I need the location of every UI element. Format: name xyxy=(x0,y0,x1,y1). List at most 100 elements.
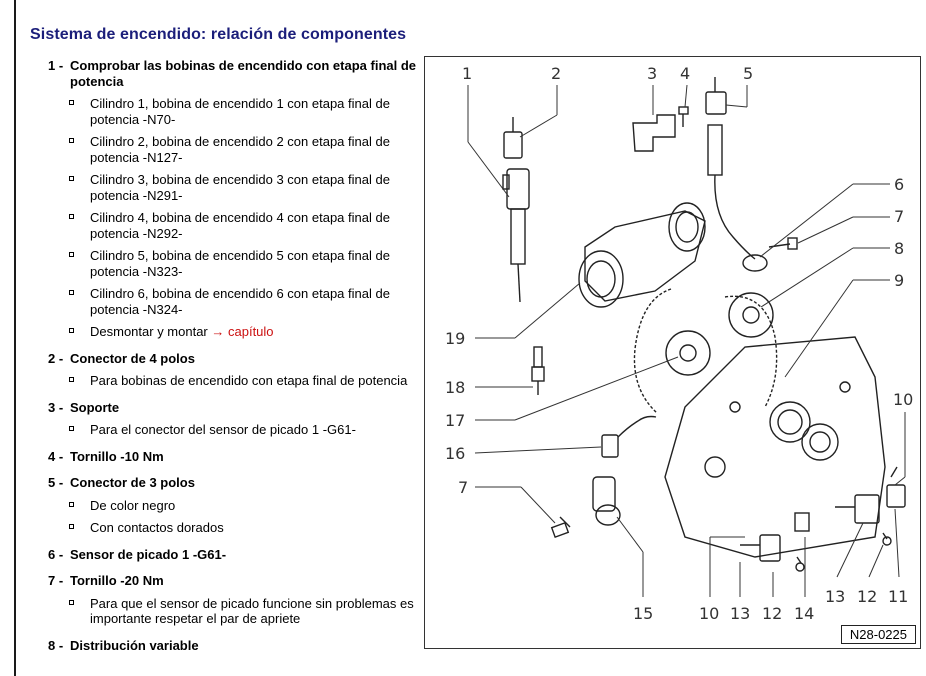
ignition-coil-drawing xyxy=(502,168,530,303)
list-item: 4 -Tornillo -10 Nm xyxy=(36,449,416,465)
item-number: 2 - xyxy=(48,350,64,366)
square-bullet-icon xyxy=(69,176,74,181)
four-pole-connector-drawing xyxy=(503,117,523,159)
sub-item-text: Cilindro 2, bobina de encendido 2 con et… xyxy=(90,134,390,165)
item-number: 8 - xyxy=(48,637,64,653)
list-item: 1 - Comprobar las bobinas de encendido co… xyxy=(36,58,416,340)
engine-diagram: 1 2 3 4 5 6 7 8 9 19 18 17 16 7 10 15 10… xyxy=(445,64,913,623)
leader-lines xyxy=(467,84,906,597)
page-title: Sistema de encendido: relación de compon… xyxy=(30,26,407,43)
sub-item: Con contactos dorados xyxy=(36,520,416,536)
sensor-16-drawing xyxy=(601,415,657,458)
callout-7-bottom: 7 xyxy=(458,478,468,497)
item-label: Soporte xyxy=(70,399,120,415)
callout-10-right: 10 xyxy=(893,390,913,409)
item-number: 6 - xyxy=(48,546,64,562)
sub-item: Para que el sensor de picado funcione si… xyxy=(36,596,416,627)
sub-item-text: Para bobinas de encendido con etapa fina… xyxy=(90,373,408,388)
sub-item-text: Cilindro 4, bobina de encendido 4 con et… xyxy=(90,210,390,241)
callout-6: 6 xyxy=(894,175,904,194)
square-bullet-icon xyxy=(69,328,74,333)
bolt-20nm-drawing xyxy=(768,237,798,250)
callout-1: 1 xyxy=(462,64,472,83)
sub-item: Cilindro 1, bobina de encendido 1 con et… xyxy=(36,96,416,127)
cylinder-head-drawing xyxy=(578,202,706,308)
sub-item: Desmontar y montar → capítulo xyxy=(36,324,416,340)
callout-13-right: 13 xyxy=(825,587,845,606)
callout-12-right: 12 xyxy=(857,587,877,606)
sub-item-text: Desmontar y montar xyxy=(90,324,208,339)
sub-item-text: Para que el sensor de picado funcione si… xyxy=(90,595,414,627)
square-bullet-icon xyxy=(69,599,74,605)
callout-15: 15 xyxy=(633,604,653,623)
left-border-rule xyxy=(14,0,16,676)
spark-plug-drawing xyxy=(531,346,545,395)
sub-item: Cilindro 6, bobina de encendido 6 con et… xyxy=(36,286,416,317)
knock-sensor-drawing xyxy=(592,476,621,526)
square-bullet-icon xyxy=(69,501,74,507)
timing-cover-drawing xyxy=(664,336,886,558)
list-item: 2 - Conector de 4 polos Para bobinas de e… xyxy=(36,351,416,389)
component-list: 1 - Comprobar las bobinas de encendido co… xyxy=(36,58,416,664)
knock-sensor-lead-drawing xyxy=(705,77,768,272)
callout-19: 19 xyxy=(445,329,465,348)
callout-7-top: 7 xyxy=(894,207,904,226)
sub-item-text: Cilindro 3, bobina de encendido 3 con et… xyxy=(90,172,390,203)
sub-item-text: De color negro xyxy=(90,497,176,513)
item-label: Conector de 3 polos xyxy=(70,475,195,490)
square-bullet-icon xyxy=(69,138,74,143)
sub-item: Cilindro 5, bobina de encendido 5 con et… xyxy=(36,248,416,279)
item-number: 1 - xyxy=(48,58,64,73)
callout-9: 9 xyxy=(894,271,904,290)
sub-item-text: Cilindro 6, bobina de encendido 6 con et… xyxy=(90,286,390,317)
callout-18: 18 xyxy=(445,378,465,397)
callout-14: 14 xyxy=(794,604,814,623)
item-label: Sensor de picado 1 -G61- xyxy=(70,546,227,562)
sub-item: De color negro xyxy=(36,498,416,514)
item-label: Tornillo -10 Nm xyxy=(70,448,164,464)
list-item: 5 - Conector de 3 polos De color negro Co… xyxy=(36,475,416,536)
callout-13-bottom: 13 xyxy=(730,604,750,623)
callout-10-bottom: 10 xyxy=(699,604,719,623)
square-bullet-icon xyxy=(69,524,74,529)
list-item: 7 - Tornillo -20 Nm Para que el sensor de… xyxy=(36,573,416,627)
square-bullet-icon xyxy=(69,290,74,295)
bracket-drawing xyxy=(632,114,676,152)
sub-item-text: Cilindro 5, bobina de encendido 5 con et… xyxy=(90,248,390,279)
sub-item: Cilindro 2, bobina de encendido 2 con et… xyxy=(36,134,416,165)
sub-item: Para bobinas de encendido con etapa fina… xyxy=(36,373,416,389)
list-item: 8 - Distribución variable xyxy=(36,638,416,654)
callout-17: 17 xyxy=(445,411,465,430)
bolt-20nm-lower-drawing xyxy=(550,516,571,538)
callout-labels: 1 2 3 4 5 6 7 8 9 19 18 17 16 7 10 15 10… xyxy=(445,64,913,623)
callout-16: 16 xyxy=(445,444,465,463)
callout-12-bottom: 12 xyxy=(762,604,782,623)
component-drawings xyxy=(502,77,906,572)
square-bullet-icon xyxy=(69,252,74,257)
item-label: Conector de 4 polos xyxy=(70,350,195,366)
callout-11: 11 xyxy=(888,587,908,606)
item-label: Distribución variable xyxy=(70,637,199,653)
item-number: 7 - xyxy=(48,573,64,588)
square-bullet-icon xyxy=(69,426,74,431)
list-item: 3 - Soporte Para el conector del sensor d… xyxy=(36,400,416,438)
sub-item: Cilindro 4, bobina de encendido 4 con et… xyxy=(36,210,416,241)
callout-5: 5 xyxy=(743,64,753,83)
item-label: Tornillo -20 Nm xyxy=(70,573,164,588)
bolt-10nm-drawing xyxy=(678,106,689,127)
square-bullet-icon xyxy=(69,377,74,382)
square-bullet-icon xyxy=(69,100,74,105)
square-bullet-icon xyxy=(69,214,74,219)
sub-item: Cilindro 3, bobina de encendido 3 con et… xyxy=(36,172,416,203)
item-number: 5 - xyxy=(48,475,64,490)
sub-item-text: Con contactos dorados xyxy=(90,520,224,535)
chapter-link[interactable]: → capítulo xyxy=(211,324,274,339)
callout-4: 4 xyxy=(680,64,690,83)
item-label: Comprobar las bobinas de encendido con e… xyxy=(70,58,417,89)
item-number: 3 - xyxy=(48,399,64,415)
sub-item-text: Para el conector del sensor de picado 1 … xyxy=(90,422,356,437)
list-item: 6 - Sensor de picado 1 -G61- xyxy=(36,547,416,563)
callout-8: 8 xyxy=(894,239,904,258)
callout-3: 3 xyxy=(647,64,657,83)
exploded-view-figure: 1 2 3 4 5 6 7 8 9 19 18 17 16 7 10 15 10… xyxy=(424,56,921,649)
